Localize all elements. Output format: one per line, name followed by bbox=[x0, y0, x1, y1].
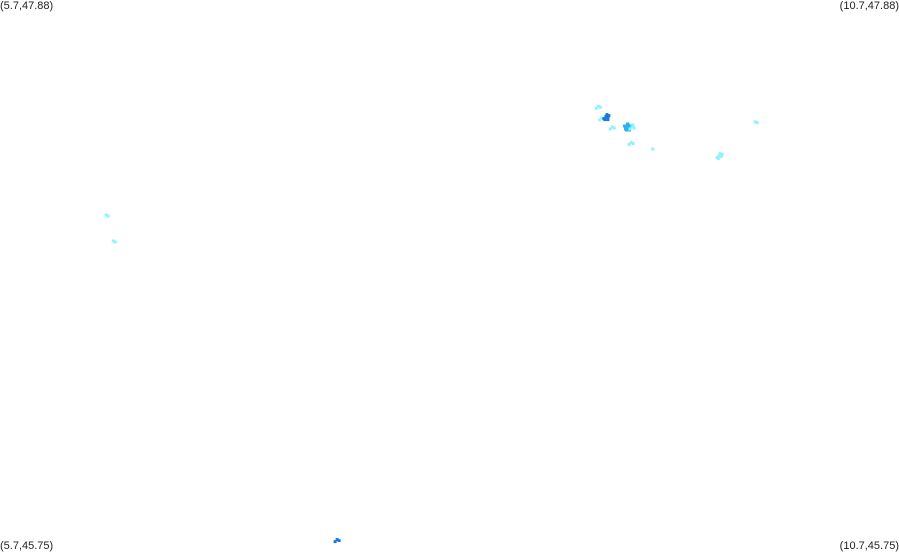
map-point bbox=[753, 120, 757, 124]
map-point bbox=[718, 152, 722, 155]
map-point bbox=[594, 106, 598, 110]
map-point bbox=[720, 153, 724, 156]
map-point bbox=[606, 116, 610, 120]
map-point bbox=[596, 104, 600, 108]
map-point bbox=[604, 115, 608, 119]
map-point bbox=[631, 123, 635, 127]
map-point bbox=[755, 121, 759, 125]
map-point bbox=[335, 538, 339, 542]
map-point bbox=[605, 113, 609, 117]
map-point bbox=[719, 155, 723, 158]
map-point bbox=[598, 118, 602, 122]
map-point bbox=[106, 214, 110, 218]
map-point bbox=[632, 126, 636, 130]
map-point bbox=[612, 126, 616, 130]
map-point bbox=[598, 105, 602, 109]
map-point bbox=[608, 127, 612, 131]
map-point bbox=[111, 239, 115, 243]
map-point bbox=[625, 128, 628, 132]
map-point bbox=[607, 114, 611, 118]
corner-label-bottom-right: (10.7,45.75) bbox=[839, 540, 899, 552]
corner-label-top-left: (5.7,47.88) bbox=[0, 0, 54, 12]
map-point bbox=[610, 125, 614, 129]
map-point bbox=[337, 539, 341, 543]
map-point bbox=[631, 142, 635, 145]
map-point bbox=[104, 213, 108, 217]
map-point bbox=[627, 143, 631, 146]
map-point bbox=[651, 147, 655, 151]
corner-label-bottom-left: (5.7,45.75) bbox=[0, 540, 54, 552]
map-point bbox=[716, 157, 720, 160]
map-point bbox=[629, 141, 633, 144]
map-point bbox=[606, 118, 610, 122]
map-point bbox=[630, 125, 634, 129]
map-point bbox=[113, 240, 117, 244]
map-point bbox=[333, 540, 337, 544]
map-point bbox=[717, 154, 721, 157]
map-point bbox=[626, 122, 629, 126]
map-point bbox=[628, 127, 632, 131]
map-point bbox=[603, 118, 607, 122]
map-point bbox=[600, 116, 604, 120]
map-point bbox=[626, 125, 629, 129]
observation-points bbox=[104, 104, 759, 544]
corner-label-top-right: (10.7,47.88) bbox=[839, 0, 899, 12]
map-point bbox=[623, 124, 626, 128]
